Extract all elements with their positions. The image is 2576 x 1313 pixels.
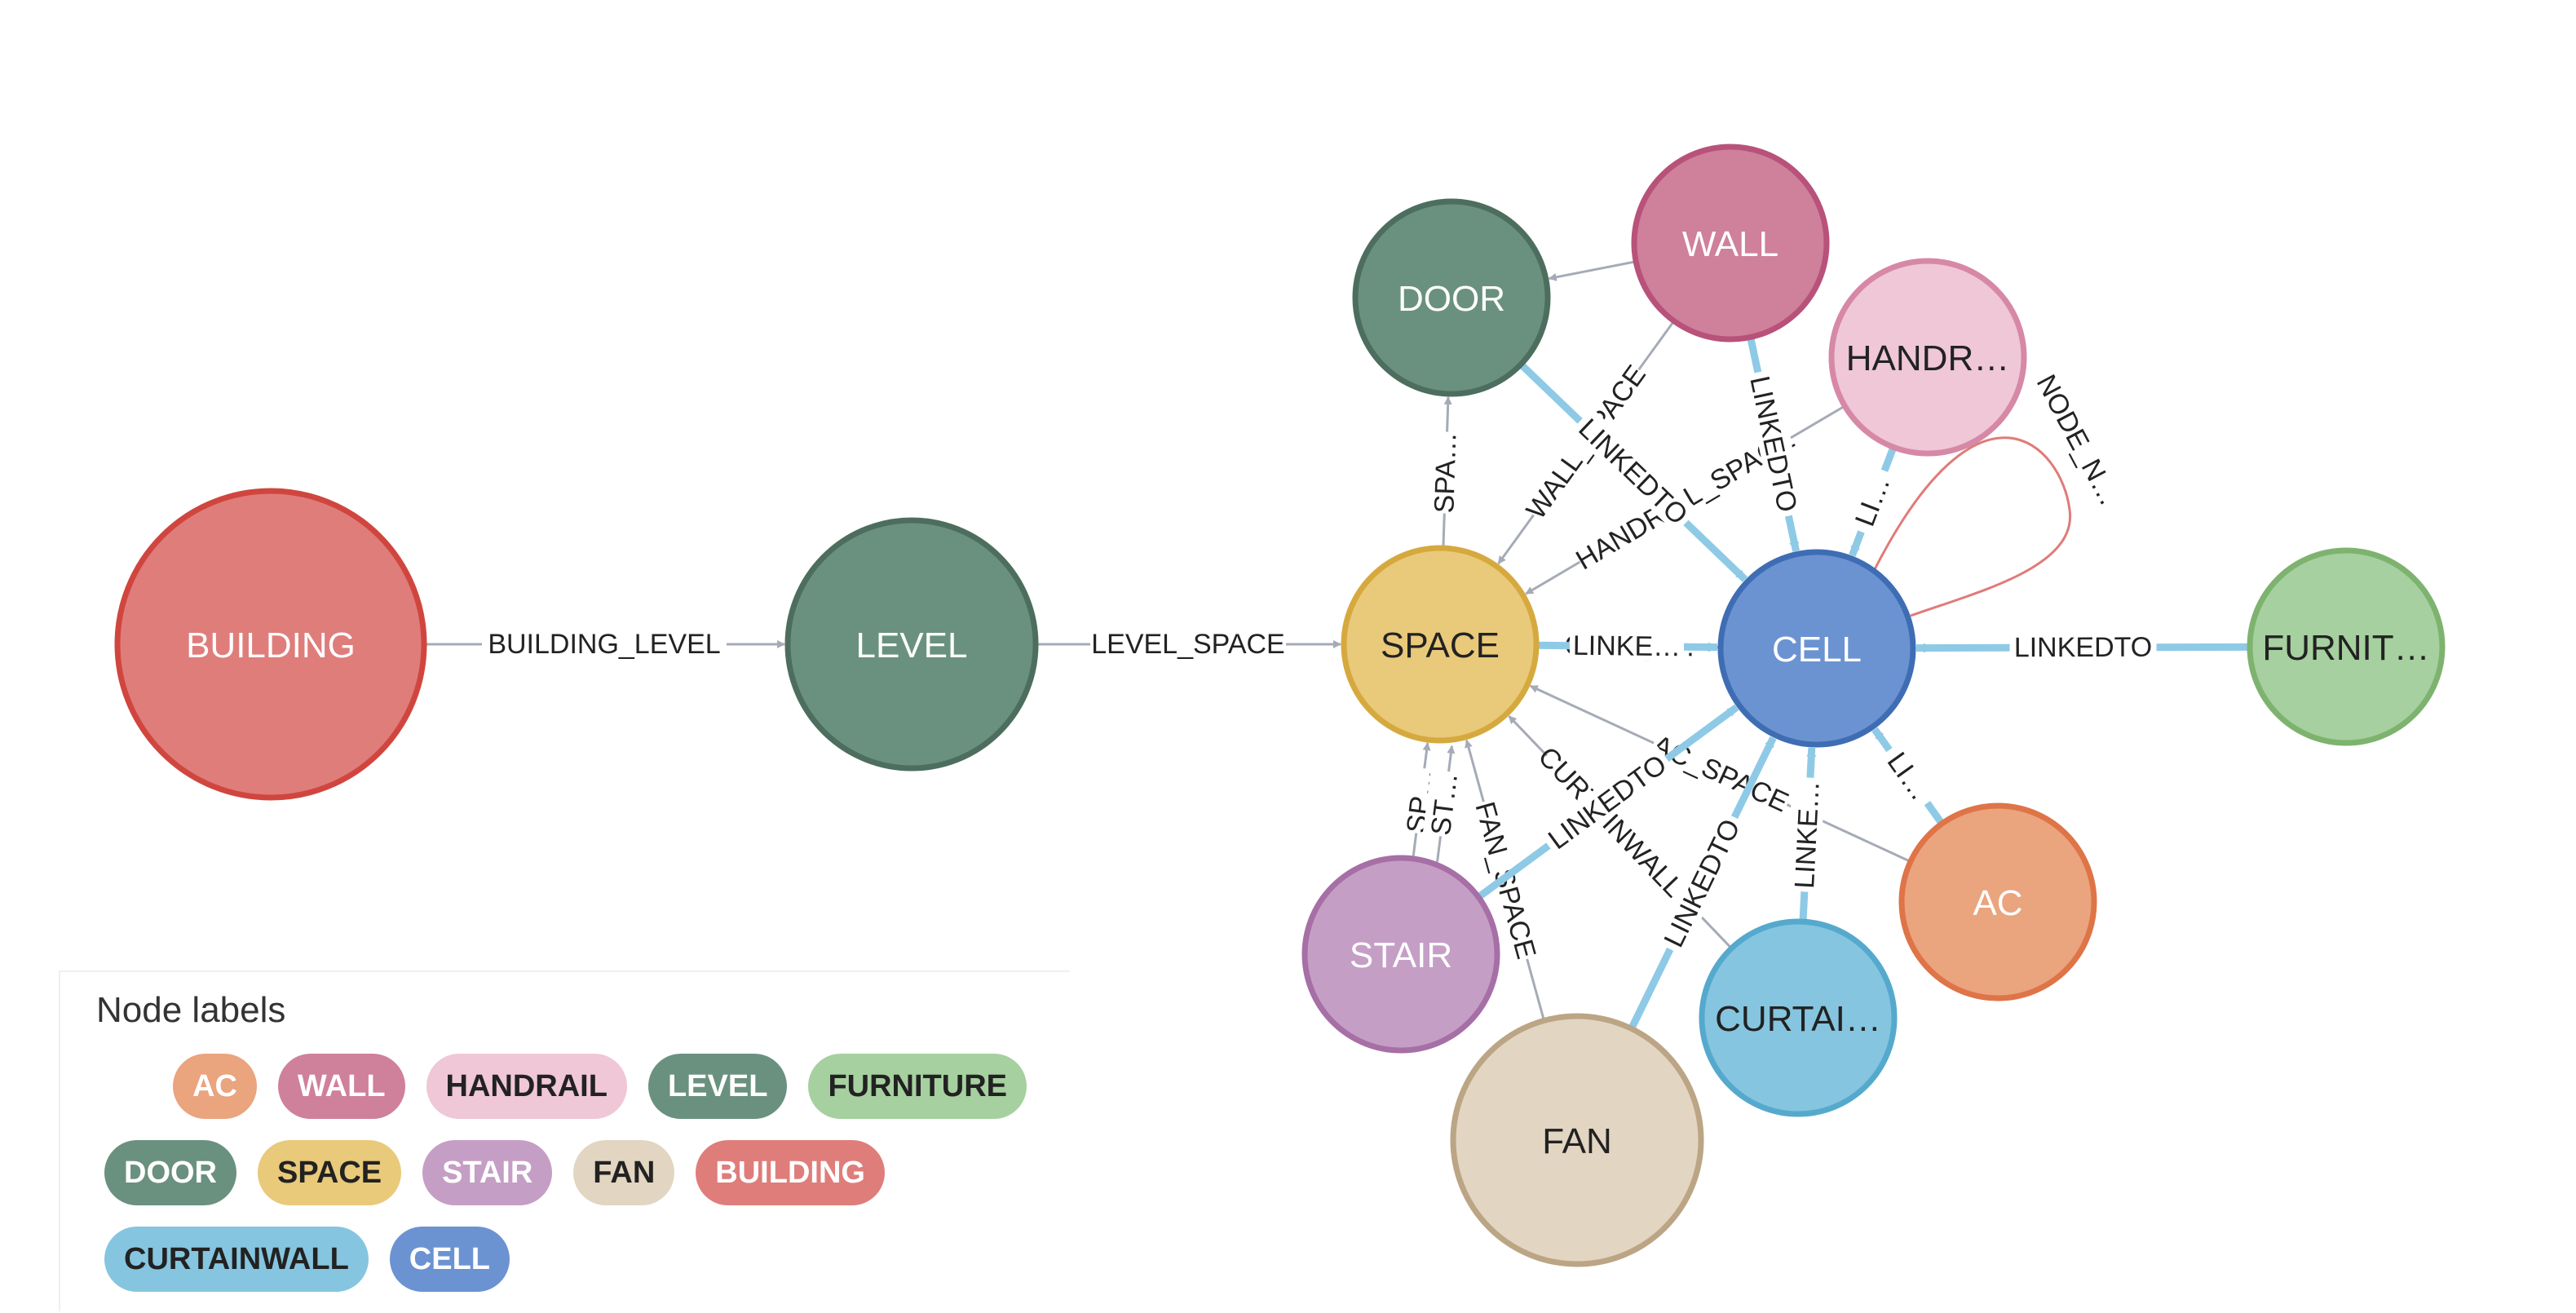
edge-curtainwall-cell[interactable]: LINKE…	[1786, 746, 1826, 922]
node-circle	[1699, 918, 1898, 1117]
edge-label-bg	[1426, 431, 1462, 515]
legend-chip-curtainwall[interactable]: CURTAINWALL	[104, 1227, 369, 1292]
edge-wall-door[interactable]	[1548, 260, 1637, 281]
node-label: CELL	[1772, 630, 1862, 670]
node-door[interactable]: DOOR	[1352, 198, 1551, 397]
legend-chip-door[interactable]: DOOR	[104, 1140, 236, 1205]
node-building[interactable]: BUILDING	[114, 488, 427, 801]
node-circle	[1450, 1013, 1704, 1267]
edge-label: LINKE…	[1789, 780, 1826, 889]
edge-label: LI…	[1849, 472, 1897, 531]
edge-label-bg	[1537, 744, 1676, 858]
edge-label-bg	[482, 626, 727, 659]
node-level[interactable]: LEVEL	[784, 517, 1039, 771]
legend-chip-ac[interactable]: AC	[173, 1054, 257, 1119]
node-fan[interactable]: FAN	[1450, 1013, 1704, 1267]
legend-chip-level[interactable]: LEVEL	[647, 1054, 788, 1119]
node-label: HANDR…	[1846, 338, 2009, 378]
node-label: AC	[1973, 883, 2022, 923]
node-circle	[1301, 855, 1500, 1054]
node-circle	[1828, 258, 2027, 457]
edge-level-space[interactable]: LEVEL_SPACE	[1036, 626, 1341, 660]
edge-building-level[interactable]: BUILDING_LEVEL	[424, 626, 785, 660]
node-layer: BUILDING LEVEL SPACE CELL DOOR WALL HANDR… FURN…	[114, 144, 2446, 1267]
node-space[interactable]: SPACE	[1341, 545, 1540, 744]
node-label: BUILDING	[186, 626, 356, 665]
legend-chip-wall[interactable]: WALL	[277, 1054, 405, 1119]
node-labels-legend: Node labels AC WALL HANDRAIL LEVEL FURNITURE…	[59, 970, 1070, 1311]
legend-chip-space[interactable]: SPACE	[258, 1140, 402, 1205]
edge-label: BUILDING_LEVEL	[488, 629, 720, 660]
node-label: FURNIT…	[2262, 628, 2429, 668]
edge-space-door[interactable]: SPA…	[1426, 396, 1463, 549]
node-circle	[1717, 549, 1916, 748]
legend-chip-handrail[interactable]: HANDRAIL	[426, 1054, 627, 1119]
edge-label-bg	[1786, 776, 1825, 893]
node-label: DOOR	[1398, 279, 1505, 319]
edge-label-bg	[1844, 464, 1898, 537]
node-label: CURTAI…	[1715, 999, 1881, 1039]
legend-chips: AC WALL HANDRAIL LEVEL FURNITURE DOOR SPACE STA…	[104, 1054, 1050, 1313]
node-label: WALL	[1682, 224, 1778, 264]
node-label: SPACE	[1381, 626, 1500, 665]
edge-line	[1872, 436, 2071, 617]
node-cell[interactable]: CELL	[1717, 549, 1916, 748]
legend-title: Node labels	[96, 990, 286, 1030]
legend-chip-cell[interactable]: CELL	[389, 1227, 510, 1292]
edge-stair-space[interactable]: ST…	[1422, 745, 1465, 862]
node-label: STAIR	[1350, 935, 1452, 975]
edge-label-bg	[2009, 629, 2157, 663]
node-furniture[interactable]: FURNIT…	[2247, 547, 2446, 746]
legend-chip-building[interactable]: BUILDING	[696, 1140, 885, 1205]
node-circle	[1352, 198, 1551, 397]
edge-label: LEVEL_SPACE	[1091, 629, 1285, 660]
node-label: FAN	[1542, 1121, 1612, 1161]
node-ac[interactable]: AC	[1898, 802, 2097, 1001]
legend-row: CURTAINWALL CELL	[104, 1227, 1050, 1292]
edge-label-bg	[1877, 739, 1942, 812]
node-label: LEVEL	[856, 626, 968, 665]
node-handrail[interactable]: HANDR…	[1828, 258, 2027, 457]
edge-label: LINKE…	[1573, 630, 1681, 662]
node-curtainwall[interactable]: CURTAI…	[1699, 918, 1898, 1117]
edge-ac-cell[interactable]: LI…	[1871, 727, 1946, 826]
node-circle	[114, 488, 427, 801]
edge-label-bg	[1743, 368, 1806, 519]
edge-label-bg	[1535, 743, 1707, 919]
edge-label: NODE_N…	[2030, 369, 2125, 511]
node-stair[interactable]: STAIR	[1301, 855, 1500, 1054]
edge-label-bg	[1570, 408, 1699, 533]
edge-label-bg	[1090, 626, 1286, 659]
node-circle	[2247, 547, 2446, 746]
legend-row: DOOR SPACE STAIR FAN BUILDING	[104, 1140, 1050, 1205]
legend-chip-stair[interactable]: STAIR	[422, 1140, 553, 1205]
node-wall[interactable]: WALL	[1631, 144, 1830, 343]
edge-label-bg	[1569, 627, 1685, 662]
legend-row: AC WALL HANDRAIL LEVEL FURNITURE	[104, 1054, 1050, 1119]
node-circle	[784, 517, 1039, 771]
node-circle	[1898, 802, 2097, 1001]
edge-line	[1548, 260, 1637, 281]
edge-space-cell[interactable]: LINKE…	[1535, 627, 1719, 662]
edge-label: LINKEDTO	[2014, 632, 2153, 664]
edge-label-bg	[1422, 769, 1464, 838]
edge-furniture-cell[interactable]: LINKEDTO	[1915, 629, 2251, 664]
edge-label-bg	[1654, 809, 1748, 956]
legend-chip-furniture[interactable]: FURNITURE	[808, 1054, 1027, 1119]
node-circle	[1631, 144, 1830, 343]
edge-label: SPA…	[1429, 431, 1462, 514]
legend-chip-fan[interactable]: FAN	[573, 1140, 675, 1205]
node-circle	[1341, 545, 1540, 744]
